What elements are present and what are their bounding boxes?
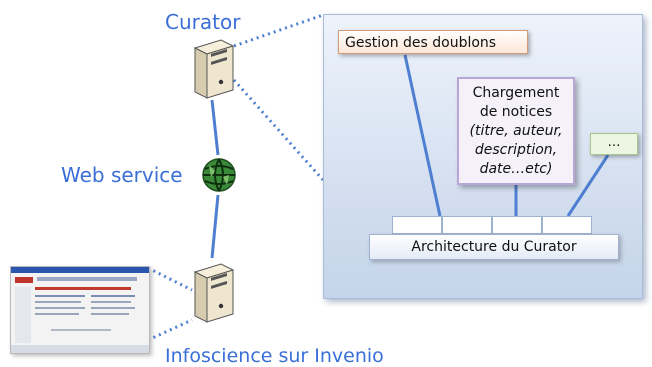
chargement-line-4: description, [474,142,558,158]
web-service-label: Web service [61,163,183,187]
module-other: … [590,133,638,155]
link-globe-invenio [210,194,220,259]
module-gestion-doublons: Gestion des doublons [338,30,528,54]
chargement-line-5: date…etc) [479,161,553,177]
dotted-line-screen-top [147,266,193,292]
dotted-line-top [233,13,324,48]
infoscience-label: Infoscience sur Invenio [165,345,384,367]
link-curator-globe [210,99,220,156]
architecture-base: Architecture du Curator [369,234,619,260]
server-icon [193,39,235,99]
curator-label: Curator [165,10,241,34]
dotted-line-bottom [232,79,325,181]
chargement-line-2: de notices [479,104,553,120]
globe-icon [202,158,236,192]
architecture-slot [542,216,592,234]
server-icon [193,263,235,323]
chargement-line-1: Chargement [472,85,560,101]
architecture-slot [392,216,442,234]
chargement-line-3: (titre, auteur, [469,123,563,139]
screenshot-thumbnail [10,266,150,354]
dotted-line-screen-bottom [147,318,193,342]
architecture-slot [492,216,542,234]
architecture-slot [442,216,492,234]
module-chargement-notices: Chargement de notices (titre, auteur, de… [457,77,575,185]
